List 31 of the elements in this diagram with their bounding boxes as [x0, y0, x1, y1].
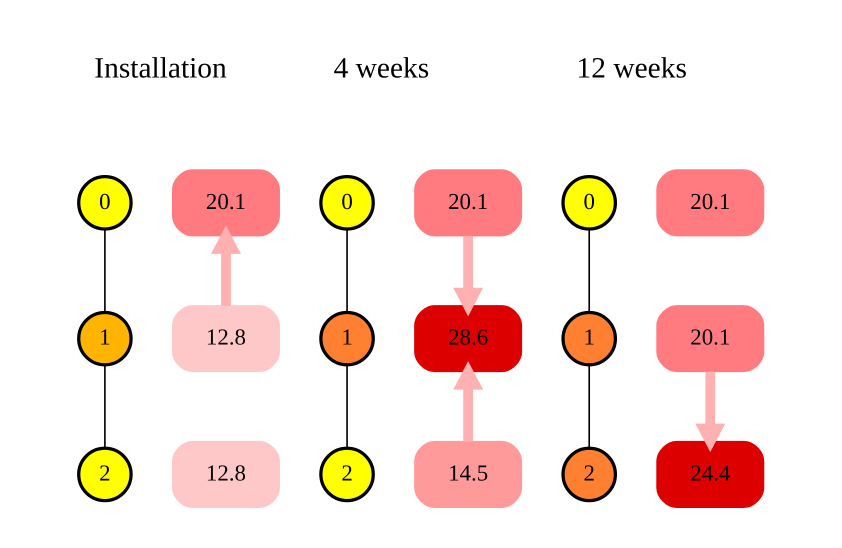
- node-circle: 0: [76, 175, 132, 231]
- label: Installation: [94, 52, 226, 84]
- arrow: [452, 236, 483, 316]
- node-circle: 0: [318, 175, 374, 231]
- node-circle: 1: [76, 310, 132, 366]
- node-box: 20.1: [656, 305, 764, 372]
- node-circle: 2: [318, 446, 374, 502]
- connector: [588, 365, 590, 448]
- node-box: 12.8: [171, 440, 280, 508]
- connector: [346, 229, 348, 312]
- connector: [104, 365, 106, 448]
- arrow: [452, 361, 483, 442]
- connector: [588, 229, 590, 312]
- connector: [346, 365, 348, 448]
- arrow: [210, 225, 240, 306]
- node-circle: 2: [76, 446, 132, 502]
- node-box: 24.4: [656, 440, 764, 508]
- node-box: 12.8: [171, 305, 280, 372]
- node-circle: 0: [560, 175, 617, 231]
- node-box: 20.1: [656, 169, 764, 236]
- node-box: 14.5: [414, 440, 522, 508]
- connector: [104, 229, 106, 312]
- label: 4 weeks: [333, 52, 429, 84]
- node-box: 20.1: [414, 169, 522, 236]
- node-circle: 1: [560, 310, 617, 366]
- node-circle: 2: [560, 446, 617, 502]
- label: 12 weeks: [576, 52, 686, 84]
- node-box: 20.1: [171, 169, 280, 236]
- arrow: [694, 372, 725, 452]
- node-box: 28.6: [414, 305, 522, 372]
- node-circle: 1: [318, 310, 374, 366]
